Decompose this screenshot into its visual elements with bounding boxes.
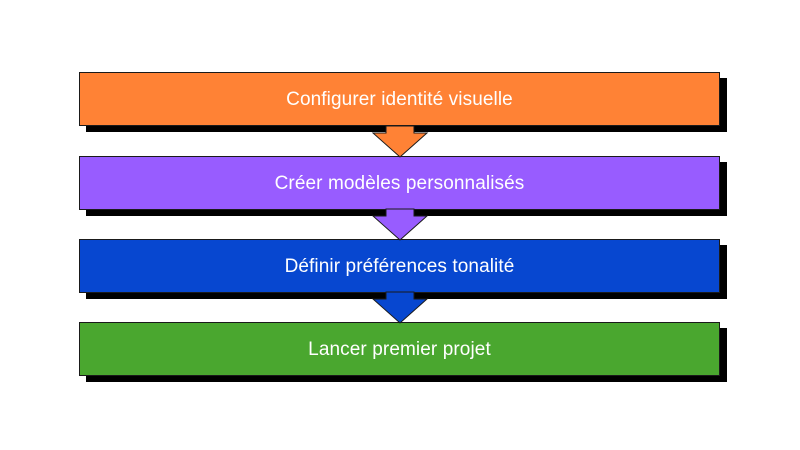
step-define-tone: Définir préférences tonalité: [79, 239, 720, 293]
step-label: Créer modèles personnalisés: [274, 172, 525, 194]
step-configure-identity: Configurer identité visuelle: [79, 72, 720, 126]
down-arrow-icon: [371, 291, 429, 324]
step-label: Configurer identité visuelle: [286, 88, 513, 110]
step-create-templates: Créer modèles personnalisés: [79, 156, 720, 210]
step-label: Lancer premier projet: [308, 338, 491, 360]
step-launch-project: Lancer premier projet: [79, 322, 720, 376]
down-arrow-icon: [371, 125, 429, 158]
step-label: Définir préférences tonalité: [284, 255, 515, 277]
down-arrow-icon: [371, 208, 429, 241]
